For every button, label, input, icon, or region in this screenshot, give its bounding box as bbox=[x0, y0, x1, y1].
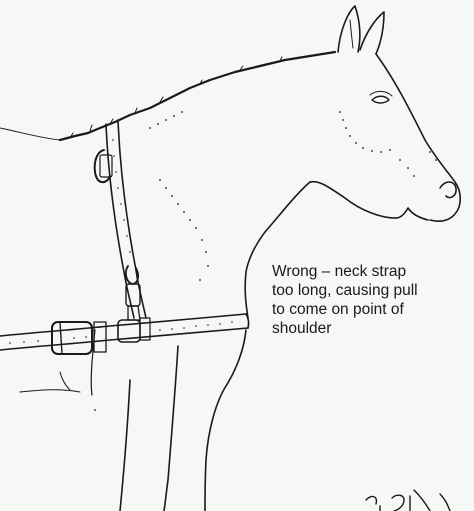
horse-mane bbox=[60, 52, 335, 140]
horse-chest bbox=[205, 330, 246, 511]
horse-foreleg-front bbox=[164, 346, 178, 511]
horse-muzzle bbox=[396, 208, 428, 220]
horse-face-profile bbox=[376, 54, 460, 221]
cheek-contour bbox=[339, 111, 437, 177]
caption-wrong-neck-strap: Wrong – neck strap too long, causing pul… bbox=[272, 262, 472, 338]
horse-foreleg-back bbox=[120, 380, 130, 511]
caption-line-2: too long, causing pull bbox=[272, 281, 472, 300]
horse-nostril bbox=[440, 182, 456, 198]
horse-ear-left bbox=[338, 6, 360, 52]
horse-jaw bbox=[310, 182, 396, 218]
handwritten-mark bbox=[366, 490, 450, 511]
horse-eye bbox=[372, 96, 389, 103]
horse-ear-right bbox=[360, 12, 384, 54]
caption-line-1: Wrong – neck strap bbox=[272, 262, 472, 281]
caption-line-4: shoulder bbox=[272, 319, 472, 338]
horse-ear-inner bbox=[350, 20, 353, 48]
caption-line-3: to come on point of bbox=[272, 300, 472, 319]
horse-back-line bbox=[0, 128, 60, 140]
